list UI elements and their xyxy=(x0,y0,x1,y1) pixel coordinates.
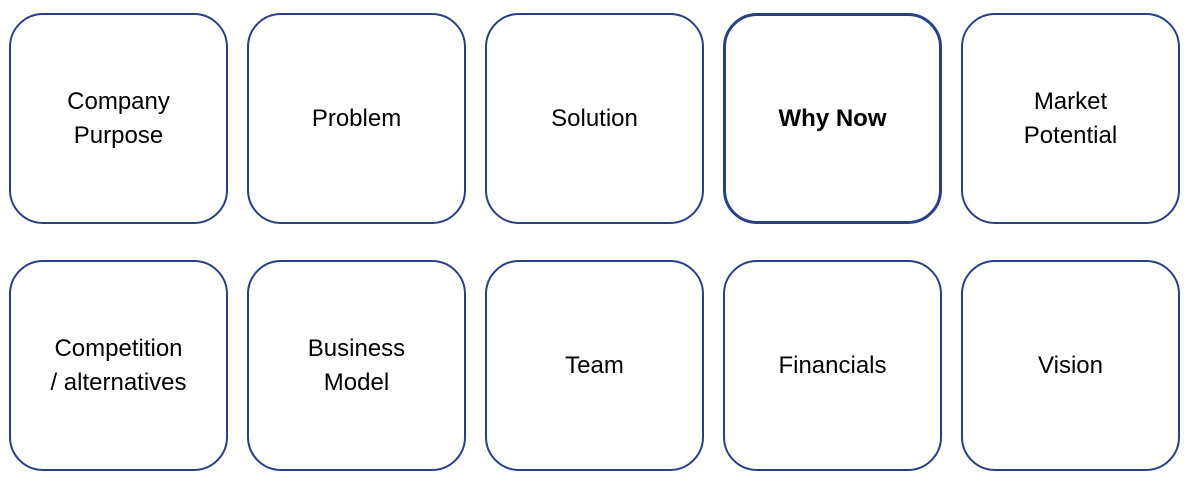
card-label-financials: Financials xyxy=(778,351,887,379)
card-label-business-model: Business Model xyxy=(307,334,406,396)
card-label-competition-alternatives: Competition / alternatives xyxy=(50,334,187,396)
card-financials: Financials xyxy=(723,260,942,471)
card-label-company-purpose: Company Purpose xyxy=(67,87,170,149)
card-business-model: Business Model xyxy=(247,260,466,471)
card-problem: Problem xyxy=(247,13,466,224)
card-label-vision: Vision xyxy=(1038,351,1103,379)
card-vision: Vision xyxy=(961,260,1180,471)
card-team: Team xyxy=(485,260,704,471)
card-why-now: Why Now xyxy=(723,13,942,224)
pitch-deck-grid: Company Purpose Problem Solution Why Now… xyxy=(9,13,1180,471)
card-label-problem: Problem xyxy=(311,104,402,132)
card-label-solution: Solution xyxy=(551,104,638,132)
card-competition-alternatives: Competition / alternatives xyxy=(9,260,228,471)
card-market-potential: Market Potential xyxy=(961,13,1180,224)
card-solution: Solution xyxy=(485,13,704,224)
card-label-team: Team xyxy=(565,351,624,379)
card-label-why-now: Why Now xyxy=(778,104,887,132)
card-company-purpose: Company Purpose xyxy=(9,13,228,224)
card-label-market-potential: Market Potential xyxy=(1023,87,1118,149)
